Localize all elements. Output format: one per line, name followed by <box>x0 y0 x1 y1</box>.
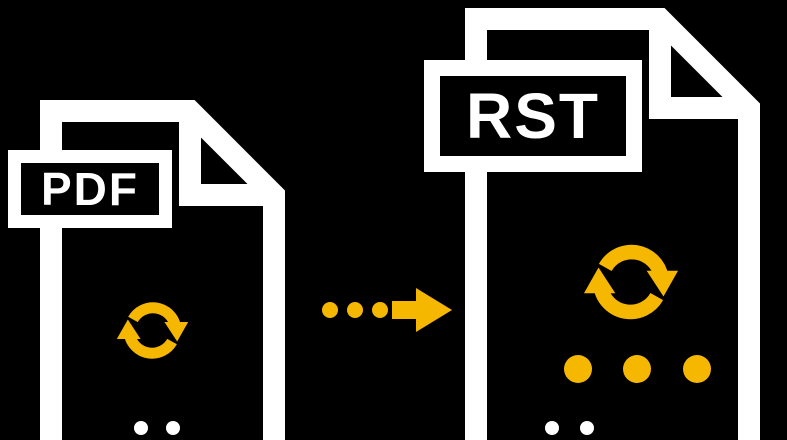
source-format-label: PDF <box>8 150 172 228</box>
conversion-arrow-icon <box>322 288 452 332</box>
white-dot <box>580 421 594 435</box>
target-format-label: RST <box>424 60 642 172</box>
source-file-fold-icon <box>179 111 274 206</box>
white-dot <box>545 421 559 435</box>
white-dot <box>166 421 180 435</box>
source-format-text: PDF <box>41 163 139 215</box>
target-file-fold-icon <box>649 19 749 119</box>
accent-dot <box>683 355 711 383</box>
accent-dot <box>623 355 651 383</box>
sync-icon <box>583 244 679 320</box>
white-dot <box>134 421 148 435</box>
sync-icon <box>116 302 189 359</box>
source-file-icon <box>40 100 285 440</box>
accent-dot <box>564 355 592 383</box>
target-format-text: RST <box>466 80 600 152</box>
